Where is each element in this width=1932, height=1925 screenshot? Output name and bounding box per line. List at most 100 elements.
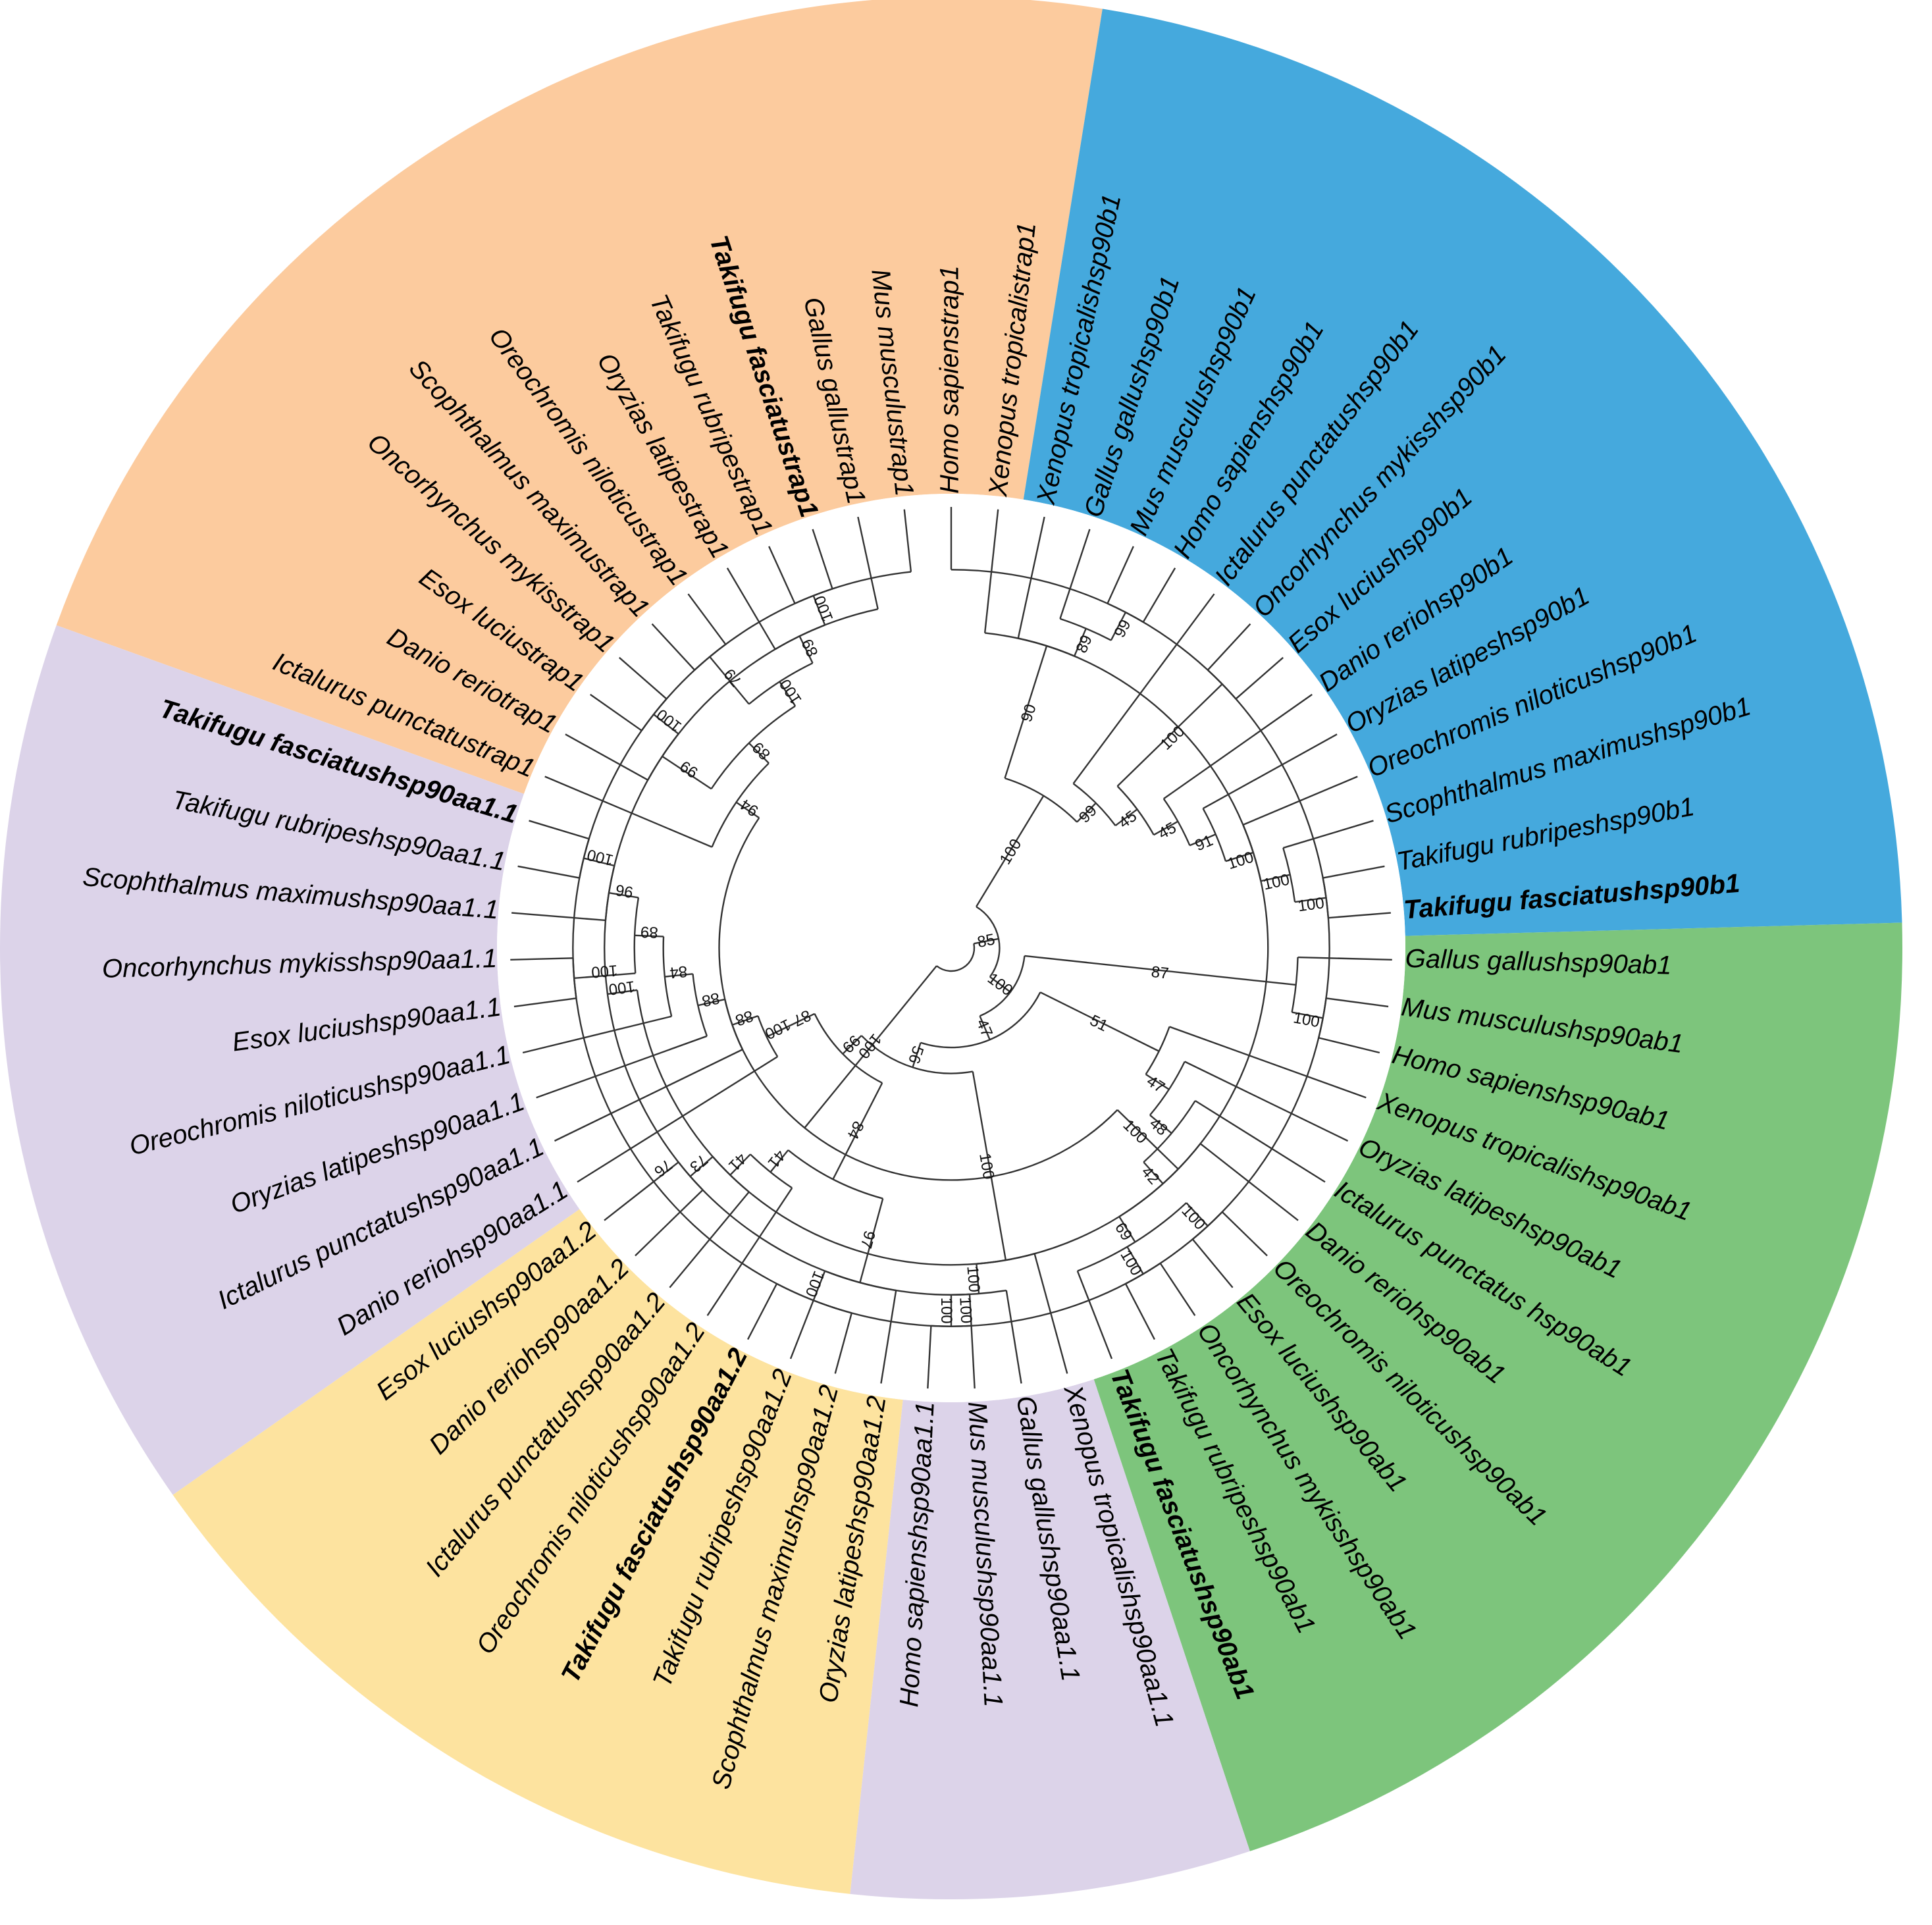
leaf-branch xyxy=(1005,1290,1022,1384)
bootstrap-value: 84 xyxy=(669,962,688,982)
leaf-branch xyxy=(1195,1099,1326,1183)
internal-branch xyxy=(968,1294,972,1326)
leaf-branch xyxy=(1328,912,1391,919)
leaf-branch xyxy=(529,820,590,840)
leaf-branch xyxy=(1191,1238,1234,1288)
branch-arc xyxy=(824,1270,897,1292)
clade-sectors xyxy=(0,0,1902,1899)
branch-arc xyxy=(692,974,708,1037)
branch-arc xyxy=(860,1035,974,1074)
branch-arc xyxy=(724,999,744,1050)
bootstrap-value: 100 xyxy=(590,961,618,981)
internal-branch xyxy=(635,934,664,937)
internal-branch xyxy=(859,1198,884,1283)
branch-arc xyxy=(776,1282,852,1314)
leaf-branch xyxy=(1242,776,1358,826)
internal-branch xyxy=(989,976,1011,993)
branch-arc xyxy=(1116,785,1155,835)
branch-arc xyxy=(1162,798,1191,846)
leaf-branch xyxy=(1318,1037,1380,1054)
leaf-branch xyxy=(577,1056,778,1183)
clade-sector-hsp90aa1_1_mammal xyxy=(850,1379,1250,1899)
inner-disc xyxy=(497,494,1405,1402)
leaf-branch xyxy=(726,567,776,650)
internal-branch xyxy=(1110,612,1127,641)
branch-arc xyxy=(718,817,1118,1181)
leaf-branch xyxy=(522,1015,672,1054)
internal-branch xyxy=(976,795,1045,907)
leaf-branch xyxy=(880,1290,897,1384)
leaf-branch xyxy=(768,546,796,604)
internal-branch xyxy=(1024,955,1296,986)
internal-branch xyxy=(832,1082,883,1180)
leaf-branch xyxy=(1297,956,1392,961)
internal-branch xyxy=(1261,874,1291,882)
branch-arc xyxy=(710,705,796,789)
bootstrap-value: 85 xyxy=(976,930,996,951)
internal-branch xyxy=(779,681,796,707)
clade-sector-hsp90aa1_2 xyxy=(172,1209,903,1894)
branch-arc xyxy=(1145,1026,1170,1075)
branch-arc xyxy=(647,733,679,781)
branch-arc xyxy=(1242,824,1262,882)
leaf-branch xyxy=(1142,567,1176,623)
leaf-branch xyxy=(1072,593,1215,784)
leaf-branch xyxy=(983,509,999,633)
leaf-branch xyxy=(1326,997,1389,1008)
leaf-label: Homo sapienstrap1 xyxy=(935,265,964,494)
tree-branches xyxy=(510,507,1392,1389)
branch-arc xyxy=(633,897,640,974)
branch-arc xyxy=(711,762,770,848)
internal-branch xyxy=(976,1263,980,1294)
branch-arc xyxy=(1072,783,1116,826)
leaf-branch xyxy=(635,1189,704,1257)
internal-branch xyxy=(1116,1109,1159,1149)
internal-branch xyxy=(1116,683,1223,787)
internal-branch xyxy=(653,714,679,735)
internal-branch xyxy=(972,1071,1007,1261)
leaf-branch xyxy=(669,1191,750,1288)
branch-arc xyxy=(787,1149,883,1200)
leaf-branch xyxy=(1017,516,1045,639)
leaf-branch xyxy=(747,1283,778,1340)
leaf-branch xyxy=(590,693,642,731)
leaf-branch xyxy=(565,733,648,781)
internal-branch xyxy=(790,1013,816,1026)
internal-branch xyxy=(1126,1246,1144,1275)
leaf-branch xyxy=(970,1325,976,1389)
bootstrap-value: 100 xyxy=(608,977,636,998)
internal-branch xyxy=(729,1153,751,1176)
internal-branch xyxy=(689,1156,714,1177)
branch-arc xyxy=(1018,637,1075,657)
internal-branch xyxy=(709,656,750,705)
leaf-branch xyxy=(1199,1143,1299,1221)
internal-branch xyxy=(732,1015,758,1026)
leaf-branch xyxy=(1076,1271,1113,1359)
internal-branch xyxy=(1004,645,1048,779)
bootstrap-value: 100 xyxy=(1297,894,1325,915)
leaf-branch xyxy=(510,957,573,961)
branch-arc xyxy=(951,1289,1006,1296)
leaf-branch xyxy=(1107,546,1134,604)
leaf-branch xyxy=(789,1300,814,1359)
leaf-branch xyxy=(554,1049,743,1142)
internal-branch xyxy=(1149,1114,1172,1134)
branch-arc xyxy=(979,955,1026,1017)
branch-arc xyxy=(814,1013,883,1084)
internal-branch xyxy=(804,965,937,1128)
internal-branch xyxy=(912,1042,922,1068)
internal-branch xyxy=(1114,808,1138,826)
internal-branch xyxy=(664,973,693,978)
bootstrap-value: 100 xyxy=(937,1298,955,1324)
internal-branch xyxy=(662,755,712,790)
internal-branch xyxy=(748,742,770,764)
leaf-branch xyxy=(1282,820,1374,849)
internal-branch xyxy=(812,1271,826,1301)
leaf-branch xyxy=(536,1035,708,1099)
leaf-branch xyxy=(1033,1253,1068,1374)
branch-arc xyxy=(1005,778,1078,823)
internal-branch xyxy=(812,595,826,625)
leaf-branch xyxy=(903,509,912,572)
internal-branch xyxy=(842,1035,862,1055)
